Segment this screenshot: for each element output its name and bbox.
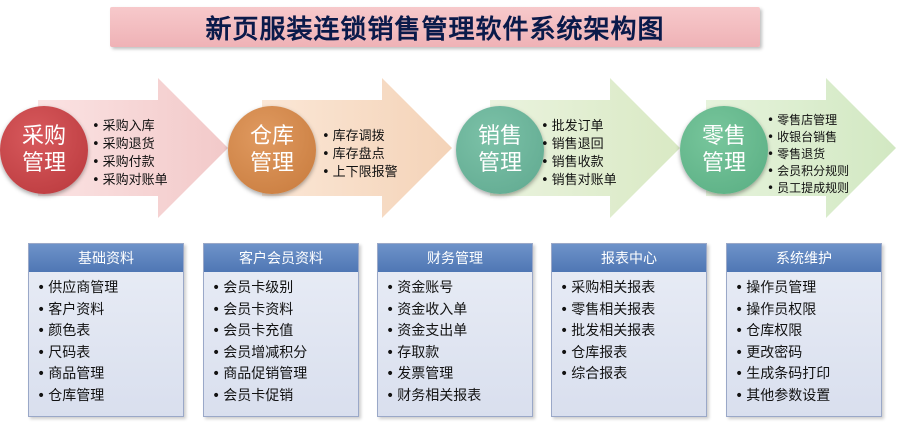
list-item: 零售店管理 xyxy=(767,112,849,129)
list-item: 资金支出单 xyxy=(386,321,532,343)
list-item: 客户资料 xyxy=(37,300,183,322)
list-item: 财务相关报表 xyxy=(386,386,532,408)
list-item: 会员积分规则 xyxy=(767,163,849,180)
list-item: 供应商管理 xyxy=(37,278,183,300)
list-item: 操作员权限 xyxy=(735,300,881,322)
list-item: 仓库权限 xyxy=(735,321,881,343)
list-item: 采购退货 xyxy=(92,136,168,154)
module-title: 客户会员资料 xyxy=(204,244,358,272)
list-item: 综合报表 xyxy=(560,364,706,386)
module-title: 报表中心 xyxy=(552,244,706,272)
module-items: 资金账号 资金收入单 资金支出单 存取款 发票管理 财务相关报表 xyxy=(386,278,532,407)
list-item: 生成条码打印 xyxy=(735,364,881,386)
list-item: 销售对账单 xyxy=(541,172,617,190)
module-finance: 财务管理 资金账号 资金收入单 资金支出单 存取款 发票管理 财务相关报表 xyxy=(377,243,533,417)
list-item: 批发相关报表 xyxy=(560,321,706,343)
stage-circle-retail: 零售 管理 xyxy=(680,106,768,194)
list-item: 零售退货 xyxy=(767,146,849,163)
stage-circle-sales: 销售 管理 xyxy=(456,106,544,194)
stage-name-line2: 管理 xyxy=(21,151,66,176)
list-item: 上下限报警 xyxy=(322,164,398,182)
module-items: 会员卡级别 会员卡资料 会员卡充值 会员增减积分 商品促销管理 会员卡促销 xyxy=(212,278,358,407)
stage-circle-purchase: 采购 管理 xyxy=(0,106,88,194)
list-item: 员工提成规则 xyxy=(767,180,849,197)
list-item: 销售收款 xyxy=(541,154,617,172)
list-item: 会员卡充值 xyxy=(212,321,358,343)
stage-name-line2: 管理 xyxy=(249,151,294,176)
module-title: 系统维护 xyxy=(727,244,881,272)
list-item: 资金账号 xyxy=(386,278,532,300)
list-item: 资金收入单 xyxy=(386,300,532,322)
stage-name-line1: 仓库 xyxy=(249,124,294,149)
list-item: 发票管理 xyxy=(386,364,532,386)
list-item: 仓库管理 xyxy=(37,386,183,408)
stage-name-line2: 管理 xyxy=(701,151,746,176)
module-basic-data: 基础资料 供应商管理 客户资料 颜色表 尺码表 商品管理 仓库管理 xyxy=(28,243,184,417)
list-item: 会员卡促销 xyxy=(212,386,358,408)
module-title: 基础资料 xyxy=(29,244,183,272)
list-item: 会员增减积分 xyxy=(212,343,358,365)
stage-circle-warehouse: 仓库 管理 xyxy=(228,106,316,194)
stage-name-line1: 零售 xyxy=(701,124,746,149)
module-items: 操作员管理 操作员权限 仓库权限 更改密码 生成条码打印 其他参数设置 xyxy=(735,278,881,407)
title-banner: 新页服装连锁销售管理软件系统架构图 xyxy=(110,7,760,47)
module-system-maintenance: 系统维护 操作员管理 操作员权限 仓库权限 更改密码 生成条码打印 其他参数设置 xyxy=(726,243,882,417)
list-item: 其他参数设置 xyxy=(735,386,881,408)
list-item: 采购付款 xyxy=(92,154,168,172)
list-item: 商品管理 xyxy=(37,364,183,386)
stage-items-sales: 批发订单 销售退回 销售收款 销售对账单 xyxy=(541,118,617,190)
list-item: 库存盘点 xyxy=(322,146,398,164)
list-item: 零售相关报表 xyxy=(560,300,706,322)
stage-name-line1: 采购 xyxy=(21,124,66,149)
list-item: 操作员管理 xyxy=(735,278,881,300)
stage-items-warehouse: 库存调拨 库存盘点 上下限报警 xyxy=(322,128,398,182)
module-report-center: 报表中心 采购相关报表 零售相关报表 批发相关报表 仓库报表 综合报表 xyxy=(551,243,707,417)
module-customer-member: 客户会员资料 会员卡级别 会员卡资料 会员卡充值 会员增减积分 商品促销管理 会… xyxy=(203,243,359,417)
list-item: 仓库报表 xyxy=(560,343,706,365)
stage-name-line1: 销售 xyxy=(477,124,522,149)
list-item: 会员卡资料 xyxy=(212,300,358,322)
list-item: 库存调拨 xyxy=(322,128,398,146)
stage-items-retail: 零售店管理 收银台销售 零售退货 会员积分规则 员工提成规则 xyxy=(767,112,849,197)
list-item: 会员卡级别 xyxy=(212,278,358,300)
list-item: 销售退回 xyxy=(541,136,617,154)
list-item: 采购相关报表 xyxy=(560,278,706,300)
list-item: 采购对账单 xyxy=(92,172,168,190)
list-item: 收银台销售 xyxy=(767,129,849,146)
list-item: 颜色表 xyxy=(37,321,183,343)
list-item: 尺码表 xyxy=(37,343,183,365)
list-item: 批发订单 xyxy=(541,118,617,136)
list-item: 商品促销管理 xyxy=(212,364,358,386)
module-title: 财务管理 xyxy=(378,244,532,272)
stage-items-purchase: 采购入库 采购退货 采购付款 采购对账单 xyxy=(92,118,168,190)
list-item: 更改密码 xyxy=(735,343,881,365)
stage-name-line2: 管理 xyxy=(477,151,522,176)
page-title: 新页服装连锁销售管理软件系统架构图 xyxy=(205,14,665,45)
module-items: 供应商管理 客户资料 颜色表 尺码表 商品管理 仓库管理 xyxy=(37,278,183,407)
list-item: 存取款 xyxy=(386,343,532,365)
list-item: 采购入库 xyxy=(92,118,168,136)
module-items: 采购相关报表 零售相关报表 批发相关报表 仓库报表 综合报表 xyxy=(560,278,706,386)
